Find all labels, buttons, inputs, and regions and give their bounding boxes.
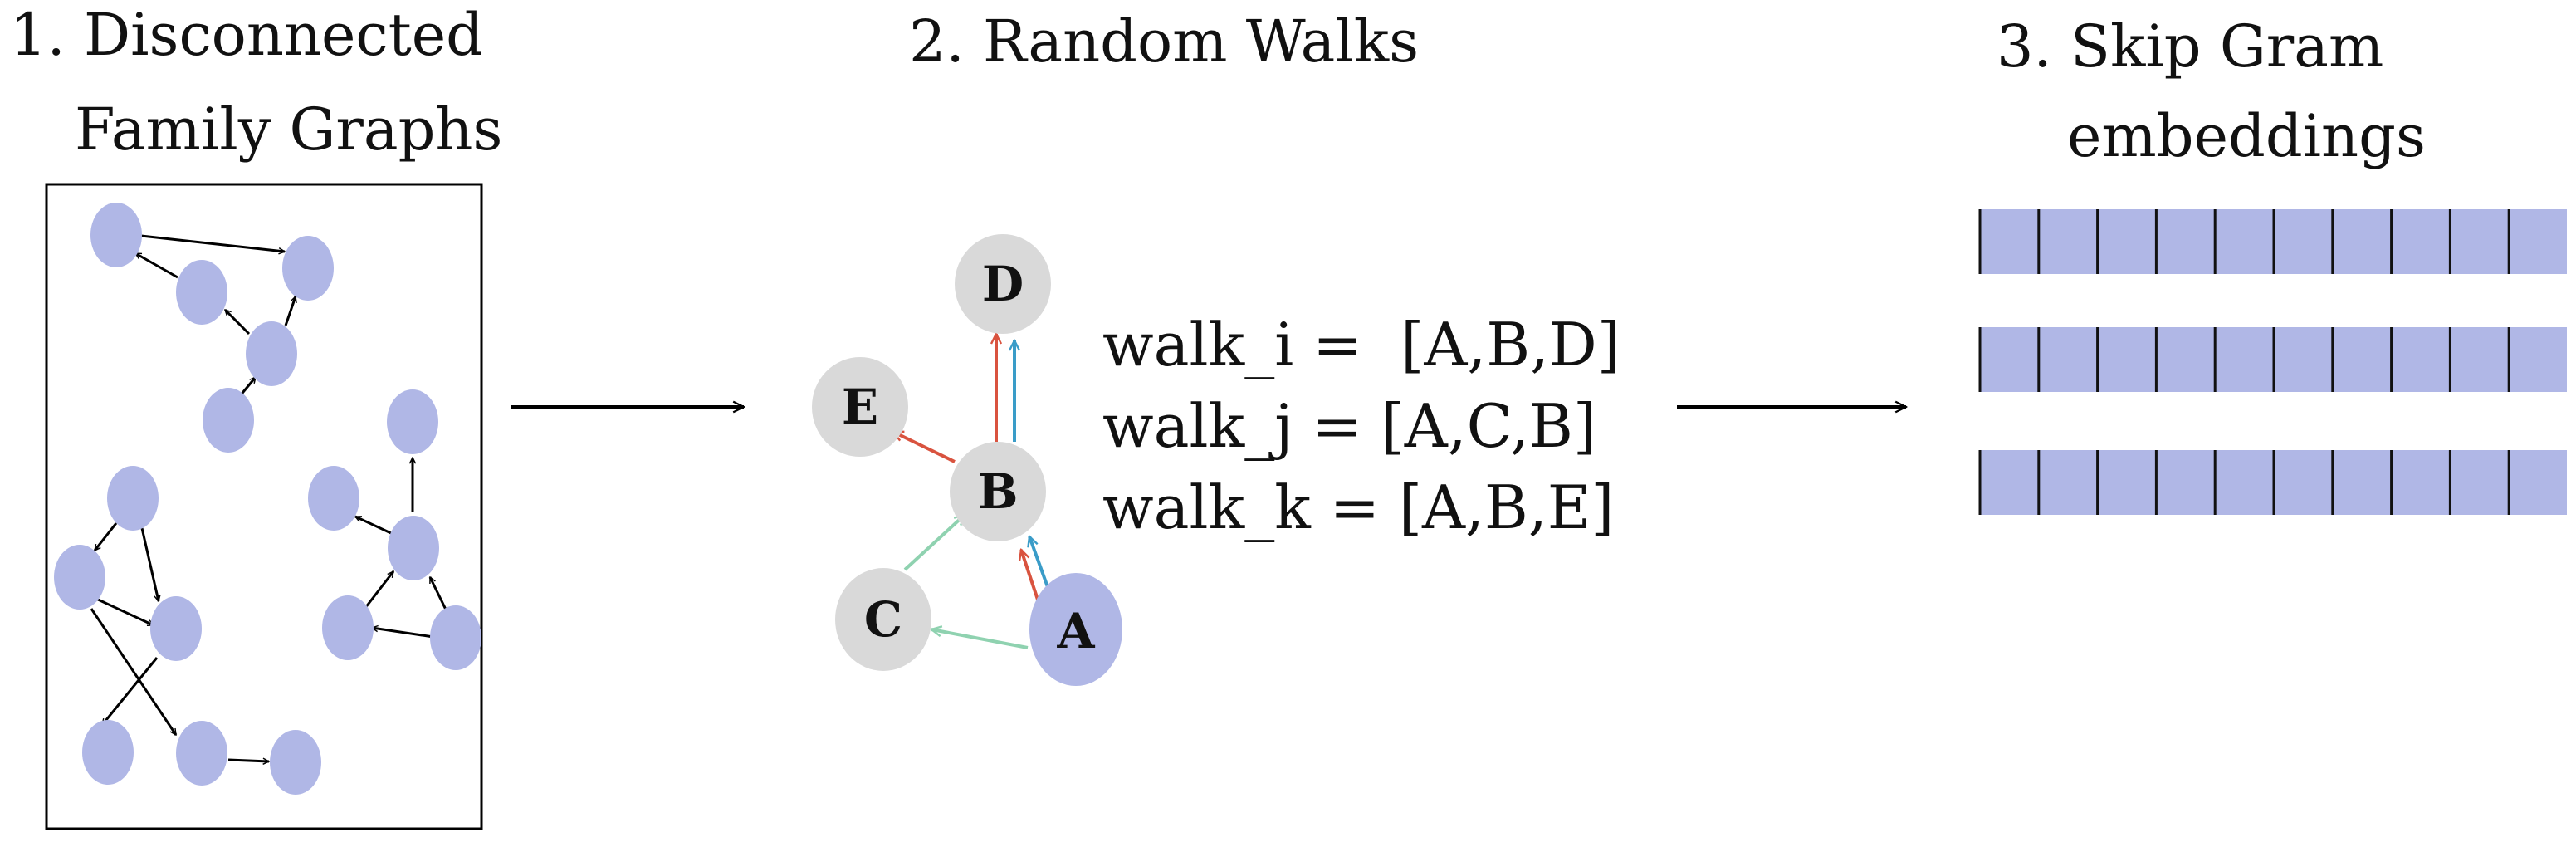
walk-node-b: B — [950, 442, 1046, 541]
walk-node-c-circle — [835, 568, 931, 671]
walk-node-d-circle — [955, 234, 1051, 334]
embedding-cell — [2331, 327, 2391, 392]
walk-i-text: walk_i = [A,B,D] — [1102, 310, 1620, 379]
family-edge — [140, 234, 285, 252]
embedding-cell — [2214, 450, 2273, 515]
embedding-cell — [2508, 209, 2567, 274]
embedding-cell — [2273, 327, 2332, 392]
family-edge — [364, 571, 395, 609]
embedding-cell — [1979, 450, 2038, 515]
walk-node-c: C — [835, 568, 931, 671]
embedding-cell — [2155, 327, 2215, 392]
embedding-row — [1978, 209, 2567, 274]
embedding-cell — [2390, 327, 2450, 392]
family-node — [107, 466, 159, 531]
family-edge — [225, 310, 251, 335]
embedding-cell — [2508, 327, 2567, 392]
embedding-cell — [2155, 450, 2215, 515]
walk-j-text: walk_j = [A,C,B] — [1102, 391, 1596, 461]
walk-node-b-label: B — [977, 463, 1018, 520]
family-node — [203, 388, 254, 453]
family-node — [54, 545, 105, 610]
embedding-cell — [2096, 450, 2156, 515]
family-graphs-panel — [45, 183, 483, 830]
family-node — [322, 595, 374, 660]
panel-3-title-line1: 3. Skip Gram — [1997, 12, 2383, 81]
family-edge — [135, 252, 178, 279]
family-node — [387, 389, 438, 454]
family-graphs-frame — [45, 183, 483, 830]
walk-k-edge-b-e — [893, 430, 956, 463]
embedding-cell — [2273, 450, 2332, 515]
walk-k-text: walk_k = [A,B,E] — [1102, 473, 1614, 542]
family-node — [246, 321, 297, 386]
family-node — [270, 730, 321, 795]
embedding-cell — [2037, 450, 2097, 515]
embedding-cell — [2390, 209, 2450, 274]
walk-node-b-circle — [950, 442, 1046, 541]
family-node — [82, 720, 134, 785]
walk-node-d-label: D — [982, 256, 1024, 312]
family-node — [308, 466, 359, 531]
walk-j-edge-c-b — [903, 515, 965, 571]
embedding-cell — [2273, 209, 2332, 274]
panel-3-title-line2: embeddings — [2067, 102, 2426, 170]
embedding-cell — [2331, 209, 2391, 274]
embedding-cell — [2214, 209, 2273, 274]
family-node — [282, 236, 334, 301]
family-edge — [284, 296, 296, 326]
embedding-cell — [2449, 327, 2509, 392]
family-edge — [90, 608, 178, 735]
embedding-cell — [2331, 450, 2391, 515]
family-node — [150, 596, 202, 661]
walk-node-d: D — [955, 234, 1051, 334]
family-edge — [428, 577, 448, 612]
embedding-cell — [2096, 327, 2156, 392]
embedding-cell — [2214, 327, 2273, 392]
walk-node-e: E — [812, 357, 908, 457]
embedding-cell — [1979, 327, 2038, 392]
family-edges — [90, 234, 448, 761]
embedding-vectors — [1978, 209, 2567, 515]
walk-node-c-label: C — [864, 591, 902, 648]
walk-node-a: A — [1029, 573, 1122, 686]
panel-1-title-line1: 1. Disconnected — [10, 1, 483, 69]
family-node — [90, 203, 142, 267]
family-node — [430, 605, 481, 670]
walk-j-edge-a-c — [931, 629, 1029, 649]
family-edge — [140, 527, 159, 601]
random-walk-graph: D E B C A — [812, 234, 1122, 686]
embedding-cell — [2449, 450, 2509, 515]
family-edge — [355, 515, 393, 536]
walk-node-a-label: A — [1056, 603, 1095, 659]
panel-2-title: 2. Random Walks — [909, 7, 1419, 76]
embedding-cell — [2155, 209, 2215, 274]
panel-1-title-line2: Family Graphs — [75, 95, 502, 164]
embedding-cell — [2508, 450, 2567, 515]
embedding-cell — [1979, 209, 2038, 274]
embedding-row — [1978, 327, 2567, 392]
embedding-row — [1978, 450, 2567, 515]
family-edge — [100, 657, 159, 725]
family-edge — [93, 522, 118, 551]
family-node — [176, 721, 227, 786]
embedding-cell — [2096, 209, 2156, 274]
walk-node-e-circle — [812, 357, 908, 457]
embedding-cell — [2449, 209, 2509, 274]
walk-k-edge-a-b — [1021, 550, 1039, 600]
family-nodes — [54, 203, 481, 795]
embedding-cell — [2037, 327, 2097, 392]
family-edge — [372, 628, 434, 639]
family-node — [176, 260, 227, 325]
walk-node-e-label: E — [842, 379, 878, 435]
walk-node-a-circle — [1029, 573, 1122, 686]
family-node — [388, 516, 439, 580]
embedding-cell — [2390, 450, 2450, 515]
family-edge — [227, 760, 269, 761]
embedding-cell — [2037, 209, 2097, 274]
family-edge — [95, 597, 154, 627]
